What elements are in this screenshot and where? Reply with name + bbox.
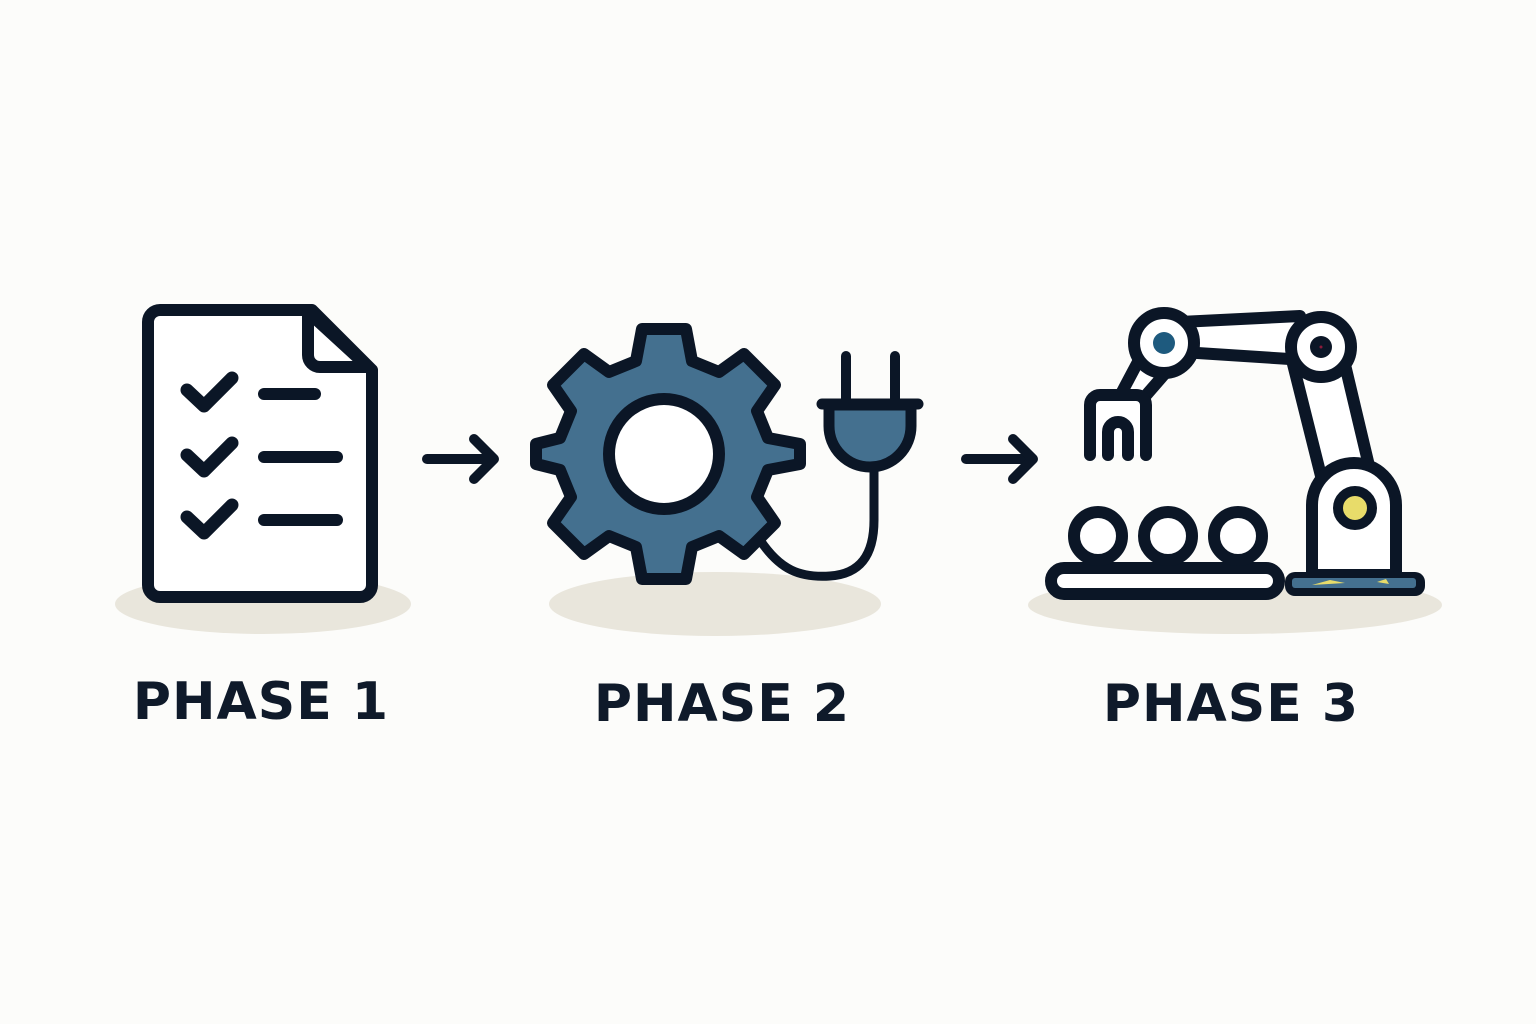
phase-3-label: PHASE 3 <box>1102 674 1360 734</box>
phase-1-label: PHASE 1 <box>132 672 390 732</box>
phase-2-shadow <box>549 572 881 636</box>
phase-2-label: PHASE 2 <box>593 674 851 734</box>
